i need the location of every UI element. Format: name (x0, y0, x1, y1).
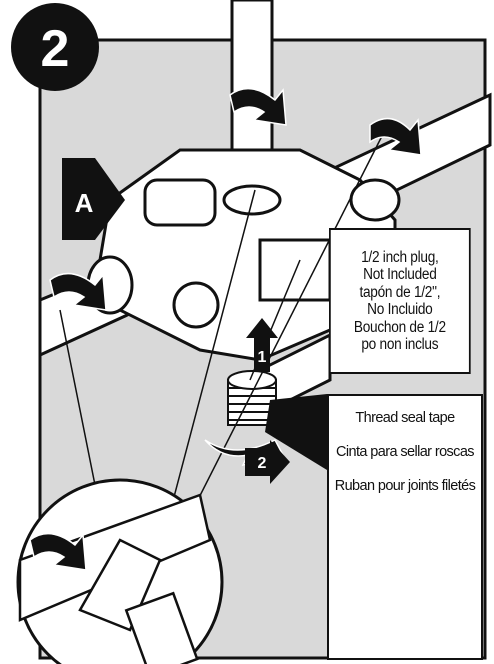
tape-pointer (265, 394, 327, 470)
valve-body (86, 148, 401, 362)
marker-a-label: A (75, 188, 94, 218)
plug-line-5: Bouchon de 1/2 (353, 318, 446, 336)
arrow-one (246, 318, 278, 372)
tape-label-spanish: Cinta para sellar roscas (336, 444, 475, 460)
plug-line-6: po non inclus (361, 336, 439, 353)
tape-label-french: Ruban pour joints filetés (334, 478, 476, 494)
plug-line-2: Not Included (363, 266, 437, 283)
step-number: 2 (41, 20, 70, 78)
plug-line-3: tapón de 1/2", (359, 283, 441, 301)
plug-line-4: No Incluido (367, 301, 433, 318)
step-badge (11, 3, 99, 91)
arrow-one-label: 1 (258, 349, 267, 366)
tape-label-english: Thread seal tape (355, 410, 455, 426)
wrench-detail (16, 478, 224, 664)
arrow-two (245, 440, 290, 484)
marker-a (62, 158, 125, 240)
arrow-two-label: 2 (258, 455, 267, 472)
plug-callout: 1/2 inch plug, Not Included tapón de 1/2… (329, 228, 471, 374)
tape-callout: Thread seal tape Cinta para sellar rosca… (327, 394, 483, 660)
plug-line-1: 1/2 inch plug, (361, 248, 439, 266)
